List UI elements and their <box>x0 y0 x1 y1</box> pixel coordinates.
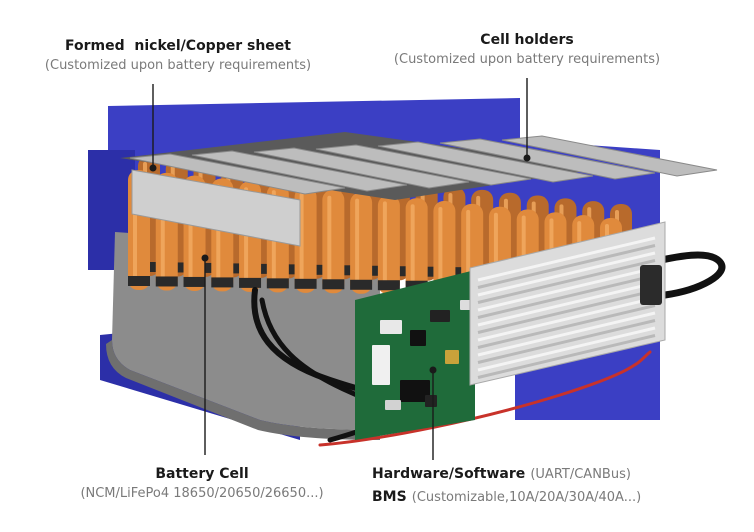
bms-component <box>372 345 390 385</box>
nickel-strip <box>439 138 656 180</box>
bms-component <box>410 330 426 346</box>
nickel-strip <box>253 147 470 189</box>
red-wire <box>318 350 652 447</box>
heatsink-fin <box>477 266 656 312</box>
bms-component <box>460 300 472 310</box>
heatsink-fin <box>477 319 656 364</box>
callout-bms-line1: Hardware/Software (UART/CANBus) <box>372 463 641 482</box>
heatsink-fin <box>477 289 656 334</box>
battery-cell-wrap <box>183 276 206 287</box>
callout-bms: Hardware/Software (UART/CANBus) BMS (Cus… <box>372 463 641 505</box>
bms-component <box>430 310 450 322</box>
callout-bms-hw-title: Hardware/Software <box>372 466 526 482</box>
callout-bms-line2: BMS (Customizable,10A/20A/30A/40A...) <box>372 486 641 505</box>
nickel-sheet-front <box>131 169 301 247</box>
battery-cell-highlight <box>382 201 387 285</box>
callout-dot-battery-cell <box>201 254 209 262</box>
callout-bms-detail: (Customizable,10A/20A/30A/40A...) <box>411 490 642 505</box>
callout-dot-nickel <box>149 164 157 172</box>
battery-cell-wrap <box>239 277 262 288</box>
battery-cell-wrap <box>294 278 317 289</box>
battery-cell-highlight <box>410 204 415 285</box>
callout-nickel-sheet: Formed nickel/Copper sheet (Customized u… <box>38 38 318 73</box>
heatsink-fins <box>477 236 656 379</box>
callout-dot-bms <box>429 366 437 374</box>
heatsink-fin <box>477 274 656 319</box>
battery-cell <box>322 189 345 294</box>
battery-cell-wrap <box>128 276 150 286</box>
nickel-strip <box>501 135 718 177</box>
heatsink-fin <box>477 244 656 289</box>
bms-component <box>425 395 437 407</box>
battery-cell <box>350 192 373 294</box>
battery-tray-edge <box>106 340 380 440</box>
callout-bms-hw-detail: (UART/CANBus) <box>530 467 631 482</box>
cell-holders <box>120 132 718 247</box>
battery-cell-wrap <box>350 279 373 290</box>
heatsink-fin <box>477 326 656 372</box>
bms-component <box>385 400 401 410</box>
black-wire-right <box>636 251 726 299</box>
bms-component <box>380 320 402 334</box>
heatsink-fin <box>477 281 656 327</box>
callout-cell-holders-subtitle: (Customized upon battery requirements) <box>393 52 661 67</box>
callout-cell-holders: Cell holders (Customized upon battery re… <box>382 32 672 67</box>
callout-bms-title: BMS <box>372 489 407 505</box>
bms-components <box>372 300 472 410</box>
battery-cell-highlight <box>327 195 332 284</box>
callout-battery-cell: Battery Cell (NCM/LiFePo4 18650/20650/26… <box>62 466 342 501</box>
nickel-strip <box>191 150 408 192</box>
callout-dot-holders <box>523 154 531 162</box>
bms-component <box>445 350 459 364</box>
battery-cell-highlight <box>466 209 471 286</box>
callout-battery-cell-title: Battery Cell <box>155 466 249 482</box>
battery-cell-wrap <box>155 276 178 287</box>
battery-cell-wrap <box>211 277 234 288</box>
heatsink-fin <box>477 251 656 297</box>
nickel-strip <box>315 144 532 186</box>
nickel-strip <box>377 141 594 183</box>
battery-cell <box>377 195 400 295</box>
battery-cell-highlight <box>355 198 360 284</box>
battery-cell-wrap <box>322 279 345 290</box>
nickel-strip <box>129 153 346 195</box>
heatsink-fin <box>477 304 656 349</box>
battery-cell <box>405 198 428 295</box>
heatsink-fin <box>477 311 656 357</box>
heatsink-fin <box>477 334 656 379</box>
callout-nickel-sheet-title: Formed nickel/Copper sheet <box>65 38 291 54</box>
battery-cell-wrap <box>377 280 400 291</box>
bms-component <box>400 380 430 402</box>
battery-cell-wrap <box>266 278 289 289</box>
callout-cell-holders-title: Cell holders <box>480 32 574 48</box>
heatsink-fin <box>477 236 656 282</box>
battery-cell-highlight <box>438 207 443 286</box>
callout-nickel-sheet-subtitle: (Customized upon battery requirements) <box>44 58 312 73</box>
battery-cell-highlight <box>299 192 304 283</box>
heatsink-fin <box>477 296 656 342</box>
callout-battery-cell-subtitle: (NCM/LiFePo4 18650/20650/26650...) <box>80 486 324 501</box>
bms-connector <box>640 265 662 305</box>
heatsink-fin <box>477 259 656 304</box>
callout-lines <box>149 78 531 460</box>
